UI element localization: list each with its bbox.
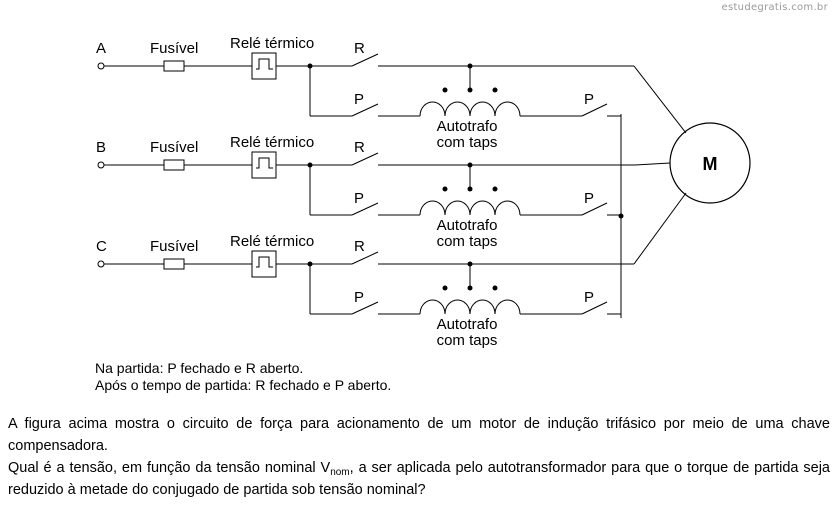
autotrafo-taps-label: com taps [437, 332, 498, 349]
note-line-2: Após o tempo de partida: R fechado e P a… [95, 377, 392, 393]
contact-p-star [581, 103, 608, 117]
contact-p [351, 202, 379, 216]
autotrafo-label: Autotrafo [437, 118, 498, 135]
tap-dot [442, 186, 448, 192]
autotrafo-coil [419, 299, 521, 315]
thermal-relay-label: Relé térmico [230, 35, 314, 52]
contactor-r-label: R [354, 40, 365, 57]
terminal [97, 161, 105, 169]
thermal-element [256, 58, 273, 70]
fuse [163, 159, 185, 171]
diagram-notes: Na partida: P fechado e R aberto. Após o… [95, 360, 391, 394]
autotrafo-taps-label: com taps [437, 134, 498, 151]
tap-dot [492, 87, 498, 93]
contactor-p-label: P [584, 190, 594, 207]
fuse-label: Fusível [150, 139, 198, 156]
contact-p [351, 301, 379, 315]
question-paragraph-2: Qual é a tensão, em função da tensão nom… [8, 460, 830, 498]
thermal-relay-label: Relé térmico [230, 134, 314, 151]
tap-node [467, 261, 473, 267]
fuse [163, 258, 185, 270]
thermal-relay [251, 151, 277, 179]
site-watermark: estudegratis.com.br [721, 2, 828, 13]
phase-label: A [96, 40, 106, 57]
contactor-p-label: P [584, 289, 594, 306]
contact-r [351, 251, 379, 265]
contactor-p-label: P [354, 289, 364, 306]
fuse-label: Fusível [150, 238, 198, 255]
autotrafo-label: Autotrafo [437, 217, 498, 234]
thermal-element [256, 157, 273, 169]
contact-p-star [581, 202, 608, 216]
phase-label: B [96, 139, 106, 156]
thermal-relay-label: Relé térmico [230, 233, 314, 250]
contactor-p-label: P [584, 91, 594, 108]
star-point-node [618, 213, 624, 219]
contact-r [351, 152, 379, 166]
contact-p-star [581, 301, 608, 315]
tap-node [467, 63, 473, 69]
autotrafo-coil [419, 200, 521, 216]
thermal-relay [251, 250, 277, 278]
tap-dot [492, 285, 498, 291]
contactor-p-label: P [354, 91, 364, 108]
motor-label: M [703, 154, 718, 174]
contact-p [351, 103, 379, 117]
autotrafo-taps-label: com taps [437, 233, 498, 250]
contactor-r-label: R [354, 139, 365, 156]
phase-label: C [96, 238, 107, 255]
fuse [163, 60, 185, 72]
motor-feed [633, 65, 687, 134]
autotrafo-coil [419, 101, 521, 117]
terminal [97, 62, 105, 70]
contact-r [351, 53, 379, 67]
thermal-relay [251, 52, 277, 80]
note-line-1: Na partida: P fechado e R aberto. [95, 360, 304, 376]
motor-circle [669, 122, 751, 204]
motor-feed [633, 192, 687, 265]
tap-dot [442, 285, 448, 291]
tap-dot [492, 186, 498, 192]
fuse-label: Fusível [150, 40, 198, 57]
thermal-element [256, 256, 273, 268]
autotrafo-label: Autotrafo [437, 316, 498, 333]
tap-node [467, 162, 473, 168]
terminal [97, 260, 105, 268]
vnom-subscript: nom [330, 467, 350, 478]
question-paragraph-1: A figura acima mostra o circuito de forç… [8, 416, 830, 454]
contactor-r-label: R [354, 238, 365, 255]
motor-feed [633, 162, 671, 166]
tap-dot [442, 87, 448, 93]
question-text: A figura acima mostra o circuito de forç… [8, 413, 830, 501]
contactor-p-label: P [354, 190, 364, 207]
